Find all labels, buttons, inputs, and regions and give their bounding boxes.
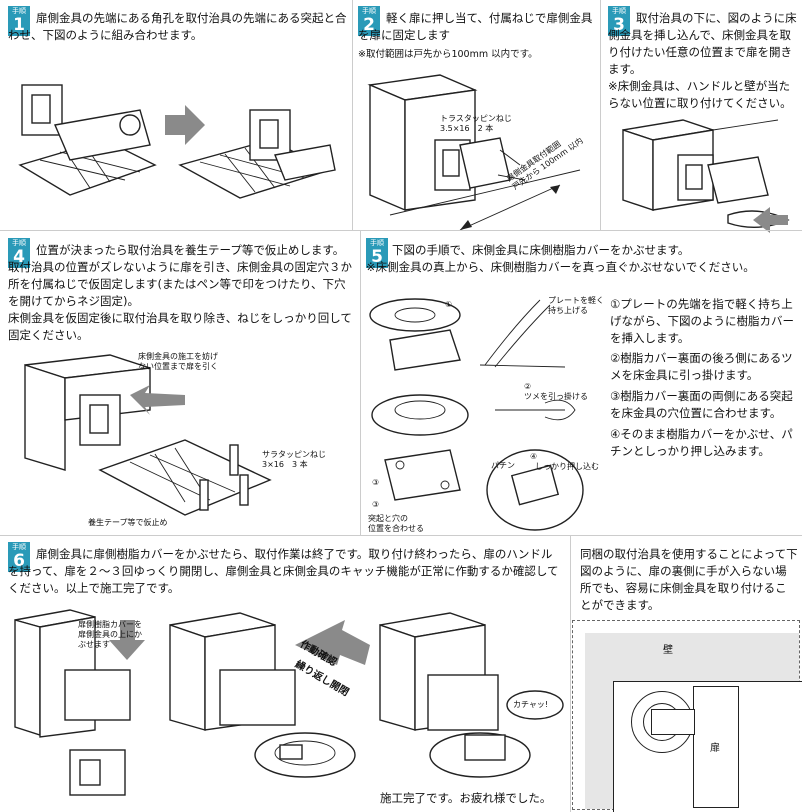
step-5-item-4: ④そのまま樹脂カバーをかぶせ、パチンとしっかり押し込みます。 xyxy=(610,427,793,458)
door-label: 扉 xyxy=(710,743,720,754)
step-6-text: 扉側金具に扉側樹脂カバーをかぶせたら、取付作業は終了です。取り付け終わったら、扉… xyxy=(8,547,559,595)
step-6-catch-label: カチャッ! xyxy=(513,700,549,709)
step-5-circle-3b-label: ③ xyxy=(372,500,380,509)
side-note-text: 同梱の取付治具を使用することによって下図のように、扉の裏側に手が入らない場所でも… xyxy=(580,547,798,612)
step-4-text: 位置が決まったら取付治具を養生テープ等で仮止めします。取付治具の位置がズレないよ… xyxy=(8,243,352,342)
step-4-tape-label: 養生テープ等で仮止め xyxy=(88,518,168,527)
step-2-illustration xyxy=(367,74,581,230)
step-2-text: 軽く扉に押し当て、付属ねじで扉側金具を扉に固定します xyxy=(358,11,593,42)
door-block xyxy=(693,686,739,808)
step-2-note: ※取付範囲は戸先から100mm 以内です。 xyxy=(358,49,538,60)
step-5-lift-label: プレートを軽く 持ち上げる xyxy=(548,296,604,315)
side-diagram: 壁 扉 xyxy=(572,620,802,812)
step-5-item-3: ③樹脂カバー裏面の両側にある突起を床金具の穴位置に合わせます。 xyxy=(610,389,793,420)
step-5-illustration xyxy=(369,298,584,531)
step-5-circle-1-label: ① xyxy=(445,300,453,309)
step-1-illustration xyxy=(18,84,336,199)
step-5-circle-4-label: ④ xyxy=(530,452,538,461)
step-5-text: 下図の手順で、床側金具に床側樹脂カバーをかぶせます。 ※床側金具の真上から、床側… xyxy=(366,243,755,274)
step-6-done-text: 施工完了です。お疲れ様でした。 xyxy=(380,791,552,805)
step-5-circle-3-label: ③ xyxy=(372,478,380,487)
step-1-text: 扉側金具の先端にある角孔を取付治具の先端にある突起と合わせ、下図のように組み合わ… xyxy=(8,11,347,42)
step-5-align-label: 突起と穴の 位置を合わせる xyxy=(368,514,424,533)
step-6-cover-label: 扉側樹脂カバーを 扉側金具の上にか ぶせます xyxy=(78,620,142,649)
step-4-pull-label: 床側金具の施工を妨げ ない位置まで扉を引く xyxy=(138,352,218,371)
step-3-text: 取付治具の下に、図のように床側金具を挿し込んで、床側金具を取り付けたい任意の位置… xyxy=(608,11,797,110)
step-5-click-label: パチン xyxy=(491,461,515,470)
step-5-item-1: ①プレートの先端を指で軽く持ち上げながら、下図のように樹脂カバーを挿入します。 xyxy=(610,297,794,345)
step-2-screw-label: トラスタッピンねじ 3.5×16 2 本 xyxy=(440,114,512,133)
step-5-circle-2-label: ② xyxy=(524,382,532,391)
step-5-item-2: ②樹脂カバー裏面の後ろ側にあるツメを床金具に引っ掛けます。 xyxy=(610,351,793,382)
step-5-hook-label: ツメを引っ掛ける xyxy=(524,392,588,401)
step-4-screw-label: サラタッピンねじ 3×16 3 本 xyxy=(262,450,326,469)
step-3-illustration xyxy=(622,119,790,233)
door-catch xyxy=(651,709,695,735)
wall-label: 壁 xyxy=(663,645,673,656)
step-6-illustration xyxy=(14,609,564,796)
step-5-push-label: しっかり押し込む xyxy=(535,462,599,471)
step-4-illustration xyxy=(24,354,272,516)
